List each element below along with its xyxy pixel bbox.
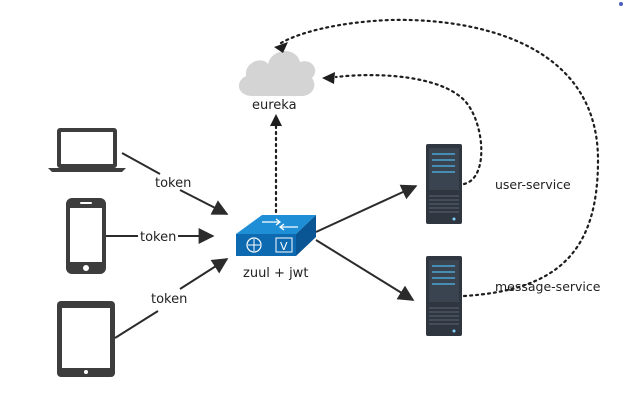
user-service-to-eureka-arrowhead <box>322 72 335 84</box>
service-arrows <box>315 184 418 301</box>
arrow-to-user-service <box>315 184 418 233</box>
registration-arrowheads <box>270 42 335 126</box>
message-service-to-eureka-path <box>279 18 600 298</box>
token-label-phone: token <box>140 230 176 245</box>
arrow-to-message-service <box>315 239 415 301</box>
corner-dot <box>619 2 623 6</box>
message-service-to-eureka-arrowhead <box>274 42 288 53</box>
server-rack-icon-user <box>426 144 462 224</box>
switch-badge: V <box>280 240 288 253</box>
laptop-arrow-b <box>179 189 229 215</box>
registration-paths <box>274 18 600 298</box>
gateway-to-eureka-arrowhead <box>270 114 282 126</box>
smartphone-icon <box>66 198 106 274</box>
cloud-icon <box>238 50 316 96</box>
gateway-label: zuul + jwt <box>243 266 308 281</box>
user-service-label: user-service <box>495 177 571 192</box>
laptop-icon <box>48 128 126 172</box>
message-service-label: message-service <box>495 279 601 294</box>
user-service-to-eureka-path <box>334 74 483 186</box>
registry-label: eureka <box>252 98 297 113</box>
server-rack-icon-message <box>426 256 462 336</box>
network-switch-icon <box>236 215 316 256</box>
tablet-arrow-a <box>114 310 159 339</box>
tablet-icon <box>57 301 115 377</box>
token-label-tablet: token <box>151 292 187 307</box>
laptop-arrow-a <box>121 152 161 175</box>
tablet-arrow-b <box>179 258 229 290</box>
client-arrows <box>106 152 229 339</box>
token-label-laptop: token <box>155 176 191 191</box>
